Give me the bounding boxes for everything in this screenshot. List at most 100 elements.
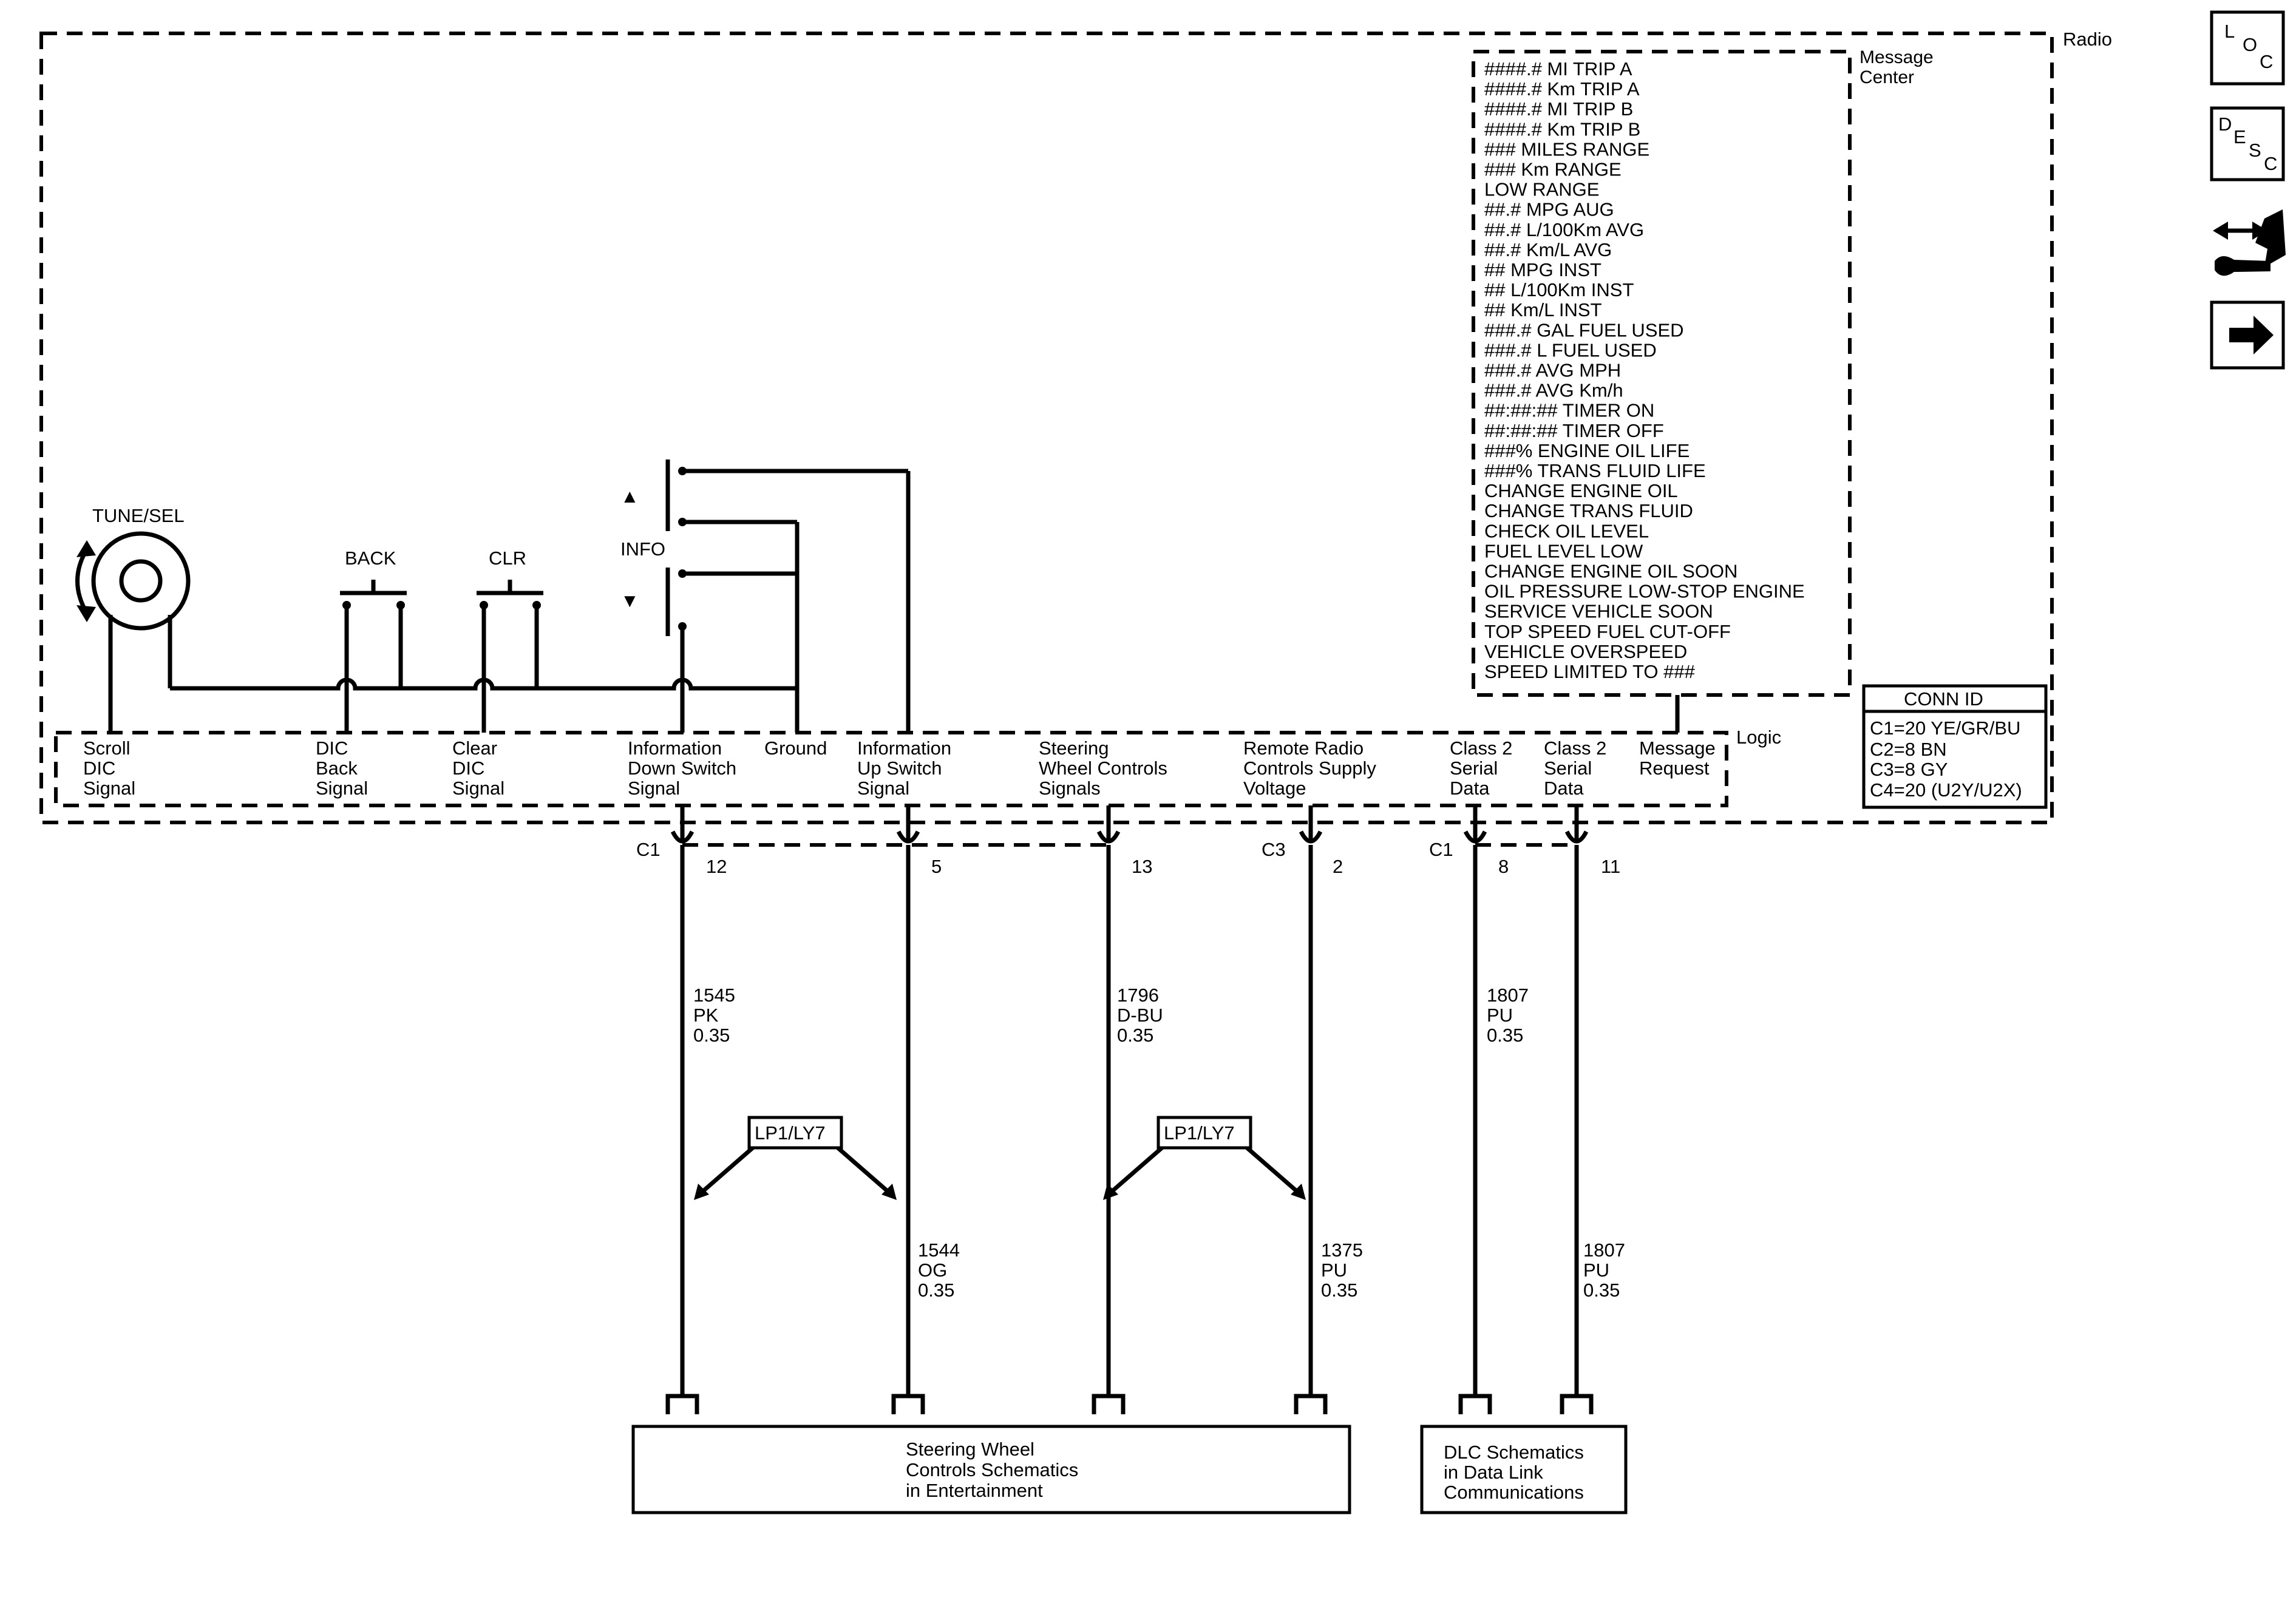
info-up-arrow: ▲ (620, 486, 639, 507)
message-center-item: ###% ENGINE OIL LIFE (1484, 440, 1690, 461)
pin-number: 5 (931, 856, 942, 877)
back-label: BACK (345, 547, 396, 569)
connector-c3-label: C3 (1262, 839, 1286, 860)
signal-label: Information (857, 737, 951, 759)
steering-dest-line-1: Steering Wheel (906, 1439, 1034, 1460)
message-center-item: ### MILES RANGE (1484, 138, 1649, 160)
clr-switch[interactable] (477, 580, 543, 733)
signal-label: Signal (83, 778, 135, 799)
tune-sel-label: TUNE/SEL (92, 505, 185, 526)
steering-wheel-controls-destination[interactable]: Steering Wheel Controls Schematics in En… (631, 1425, 1351, 1514)
message-center-item: ###.# GAL FUEL USED (1484, 319, 1684, 341)
pin-number: 11 (1601, 856, 1620, 877)
signal-label: Back (316, 758, 358, 779)
wire-label: D-BU (1117, 1005, 1163, 1026)
signal-label: Clear (452, 737, 497, 759)
logic-boundary (54, 731, 1728, 807)
info-down-arrow: ▼ (620, 590, 639, 611)
message-center-item: ####.# Km TRIP A (1484, 78, 1640, 100)
loc-letter-o: O (2243, 34, 2257, 55)
signal-label: Controls Supply (1243, 758, 1376, 779)
signal-label: Signals (1039, 778, 1101, 799)
conn-id-row-4: C4=20 (U2Y/U2X) (1870, 779, 2022, 801)
dlc-dest-line-1: DLC Schematics (1444, 1442, 1584, 1463)
signal-label: Class 2 (1450, 737, 1512, 759)
desc-letter-d: D (2218, 114, 2232, 135)
desc-letter-c: C (2264, 153, 2277, 174)
wire-label: PU (1583, 1259, 1609, 1281)
message-center-list: ####.# MI TRIP A####.# Km TRIP A####.# M… (1484, 58, 1805, 682)
message-center-item: ###% TRANS FLUID LIFE (1484, 460, 1706, 481)
logic-label: Logic (1736, 727, 1781, 748)
option-label-right: LP1/LY7 (1164, 1122, 1235, 1144)
pin-number: 13 (1132, 856, 1152, 877)
option-label-left: LP1/LY7 (755, 1122, 826, 1144)
message-center-item: ### Km RANGE (1484, 159, 1622, 180)
message-center-item: ###.# AVG Km/h (1484, 380, 1623, 401)
message-center-item: ## Km/L INST (1484, 299, 1602, 320)
message-center-item: ## MPG INST (1484, 259, 1601, 280)
message-center-item: ##.# MPG AUG (1484, 199, 1614, 220)
signal-label: Serial (1450, 758, 1498, 779)
info-label: INFO (620, 538, 665, 560)
loc-letter-l: L (2224, 21, 2235, 42)
signal-label: Wheel Controls (1039, 758, 1167, 779)
message-center-item: ## L/100Km INST (1484, 279, 1634, 300)
tune-sel-knob[interactable] (75, 531, 191, 631)
wire-label: 1796 (1117, 985, 1159, 1006)
connector-tools-icon[interactable] (2213, 209, 2286, 276)
signal-label: Request (1639, 758, 1710, 779)
message-center-item: VEHICLE OVERSPEED (1484, 641, 1687, 662)
connector-c1-label: C1 (636, 839, 661, 860)
wire-label: 0.35 (918, 1280, 954, 1301)
message-center-item: SPEED LIMITED TO ### (1484, 661, 1696, 682)
message-center-item: ###.# AVG MPH (1484, 360, 1621, 381)
signal-label: Signal (316, 778, 368, 799)
signal-label: DIC (83, 758, 115, 779)
wire-label: 1544 (918, 1239, 960, 1261)
wire-label: 0.35 (1321, 1280, 1357, 1301)
conn-id-table: CONN ID C1=20 YE/GR/BU C2=8 BN C3=8 GY C… (1862, 684, 2048, 809)
loc-button[interactable]: L O C (2210, 10, 2285, 86)
signal-label: DIC (452, 758, 484, 779)
message-center-item: ##:##:## TIMER OFF (1484, 420, 1664, 441)
conn-id-row-3: C3=8 GY (1870, 759, 1948, 780)
signal-label: Signal (857, 778, 909, 799)
signal-label: DIC (316, 737, 348, 759)
option-lp1-ly7-right: LP1/LY7 (1103, 1116, 1306, 1200)
desc-letter-e: E (2233, 126, 2246, 147)
option-lp1-ly7-left: LP1/LY7 (694, 1116, 897, 1200)
message-center-item: LOW RANGE (1484, 179, 1599, 200)
back-switch[interactable] (340, 580, 407, 733)
wire-label: 1807 (1487, 985, 1529, 1006)
radio-label: Radio (2063, 29, 2112, 50)
wire-label: 1807 (1583, 1239, 1625, 1261)
signal-label: Down Switch (628, 758, 736, 779)
radio-boundary (39, 32, 2054, 824)
message-center-item: ####.# Km TRIP B (1484, 118, 1640, 140)
connector-c1b-label: C1 (1429, 839, 1453, 860)
wire-label: PU (1487, 1005, 1513, 1026)
info-switch[interactable] (665, 459, 911, 733)
wire-label: PU (1321, 1259, 1347, 1281)
message-center-item: FUEL LEVEL LOW (1484, 540, 1643, 561)
desc-button[interactable]: D E S C (2210, 106, 2285, 181)
signal-label: Steering (1039, 737, 1109, 759)
steering-dest-line-2: Controls Schematics (906, 1459, 1078, 1480)
dlc-destination[interactable]: DLC Schematics in Data Link Communicatio… (1420, 1425, 1628, 1514)
right-arrow-icon[interactable] (2210, 300, 2285, 370)
conn-id-title: CONN ID (1904, 688, 1983, 710)
message-center-item: CHECK OIL LEVEL (1484, 520, 1649, 541)
message-center-item: CHANGE ENGINE OIL SOON (1484, 561, 1737, 582)
signal-label: Message (1639, 737, 1716, 759)
message-center-item: ##:##:## TIMER ON (1484, 400, 1654, 421)
dlc-dest-line-3: Communications (1444, 1482, 1584, 1503)
signal-label: Serial (1544, 758, 1592, 779)
wire-label: 1375 (1321, 1239, 1363, 1261)
signal-label: Remote Radio (1243, 737, 1364, 759)
signal-label: Signal (628, 778, 680, 799)
signal-label: Information (628, 737, 722, 759)
wire-label: 0.35 (1117, 1025, 1153, 1046)
message-center-item: OIL PRESSURE LOW-STOP ENGINE (1484, 581, 1805, 602)
